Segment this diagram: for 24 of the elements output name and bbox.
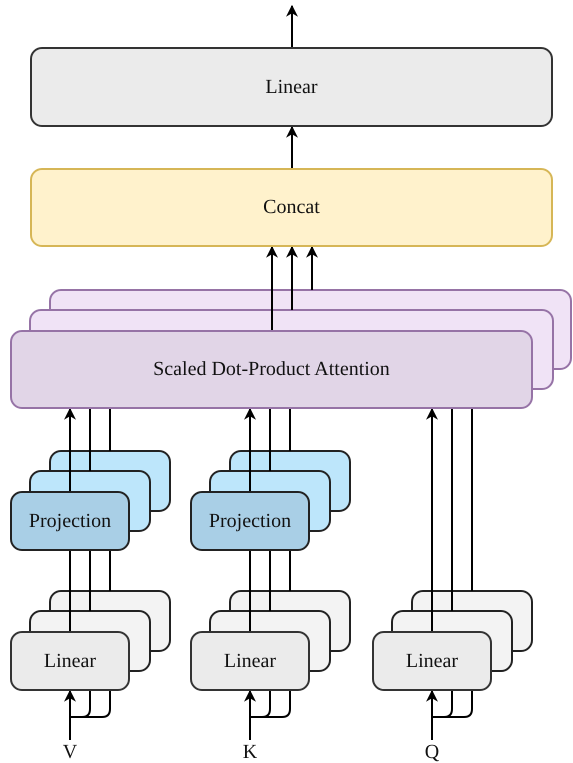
attention-box: Scaled Dot-Product Attention	[10, 330, 533, 409]
input-label: V	[55, 742, 85, 762]
arrow	[266, 246, 278, 330]
arrow	[426, 690, 438, 740]
arrow	[286, 4, 298, 47]
concat-box: Concat	[30, 168, 553, 247]
arrow	[64, 408, 76, 491]
input-label: K	[235, 742, 265, 762]
arrow	[286, 126, 298, 168]
arrow	[306, 246, 318, 290]
projection-box: Projection	[190, 491, 310, 551]
input-label: Q	[417, 742, 447, 762]
linear-layer-box: Linear	[30, 47, 553, 127]
linear-layer-box: Linear	[190, 631, 310, 691]
arrow	[244, 690, 256, 740]
projection-box: Projection	[10, 491, 130, 551]
arrow	[244, 408, 256, 491]
arrow	[286, 246, 298, 310]
connector-line	[249, 551, 251, 631]
linear-layer-box: Linear	[10, 631, 130, 691]
arrow	[64, 690, 76, 740]
arrow	[426, 408, 438, 631]
linear-layer-box: Linear	[372, 631, 492, 691]
connector-line	[69, 551, 71, 631]
